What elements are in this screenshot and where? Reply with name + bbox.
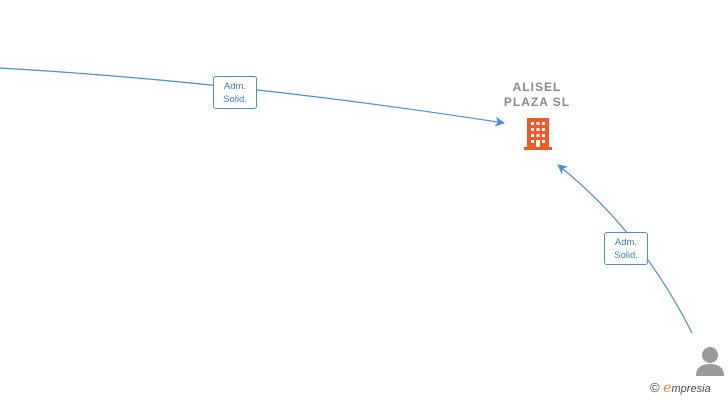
edge-label-adm-solid: Adm. Solid. <box>213 76 257 109</box>
edge-label-line2: Solid. <box>614 250 638 261</box>
copyright-symbol: © <box>650 380 660 395</box>
edge-label-line1: Adm. <box>614 237 638 248</box>
edge-label-line2: Solid. <box>223 94 247 105</box>
edge-label-line1: Adm. <box>223 81 247 92</box>
building-icon[interactable] <box>524 118 552 150</box>
watermark: © empresia <box>650 380 711 396</box>
brand-name: mpresia <box>671 383 711 395</box>
company-name[interactable]: ALISEL PLAZA SL <box>487 80 587 110</box>
company-name-line2[interactable]: PLAZA SL <box>503 95 571 109</box>
edge-label-adm-solid: Adm. Solid. <box>604 232 648 265</box>
company-name-line1[interactable]: ALISEL <box>512 80 562 94</box>
brand-initial: e <box>663 380 672 396</box>
person-icon[interactable] <box>696 347 724 376</box>
